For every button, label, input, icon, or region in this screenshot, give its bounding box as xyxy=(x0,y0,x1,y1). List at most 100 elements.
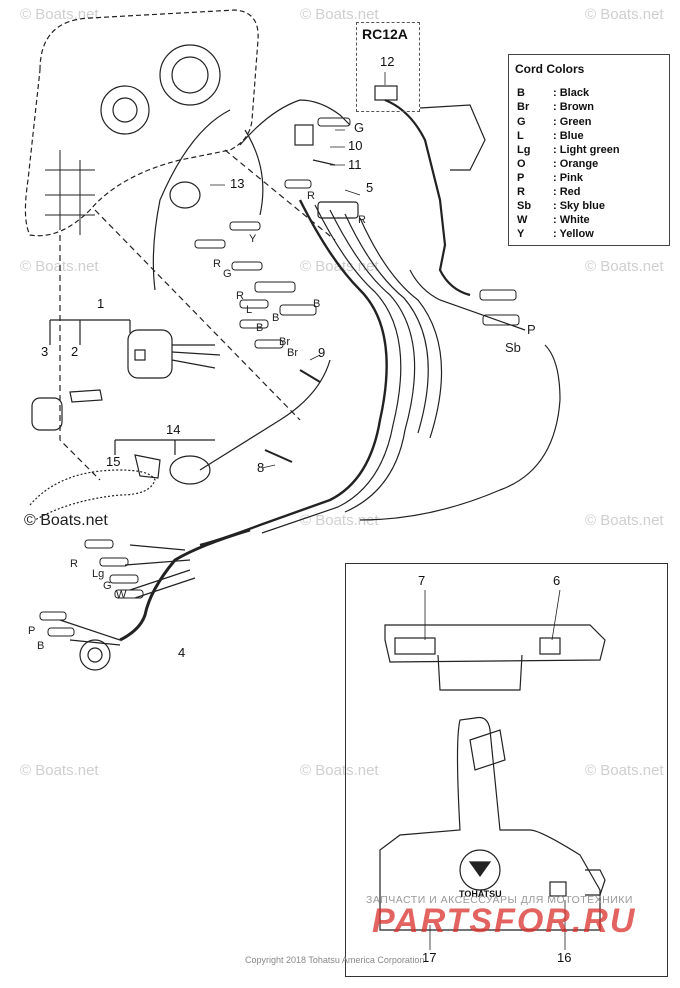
lower-harness xyxy=(119,528,251,642)
wire-label: G xyxy=(354,120,365,135)
callout-16: 16 xyxy=(557,950,572,965)
legend-color: : Orange xyxy=(553,158,599,170)
lanyard-cord xyxy=(29,469,156,521)
legend-code: Lg xyxy=(517,144,531,156)
wire-label: W xyxy=(116,589,127,601)
legend-row: Lg : Light green xyxy=(517,144,620,156)
callout-9: 9 xyxy=(318,345,326,360)
legend-code: B xyxy=(517,87,525,99)
legend-code: Y xyxy=(517,228,525,240)
wire-label: B xyxy=(37,640,45,652)
pin-8 xyxy=(264,449,293,463)
stop-switch xyxy=(169,455,211,485)
callout-12: 12 xyxy=(380,54,395,69)
watermark: © Boats.net xyxy=(300,512,379,529)
copyright: Copyright 2018 Tohatsu America Corporati… xyxy=(245,955,425,965)
wire-label: Y xyxy=(249,233,257,245)
subassembly-box xyxy=(356,22,420,112)
callout-15: 15 xyxy=(106,454,121,469)
main-harness xyxy=(199,199,388,547)
wire-label: Br xyxy=(279,336,290,348)
control-box-side xyxy=(379,716,601,931)
ignition-key xyxy=(69,389,103,403)
legend-color: : Red xyxy=(553,186,581,198)
legend-color: : Green xyxy=(553,116,592,128)
wire-label: Sb xyxy=(505,340,521,355)
watermark: © Boats.net xyxy=(300,6,379,23)
callout-13: 13 xyxy=(230,176,245,191)
legend-row: W: White xyxy=(517,214,590,226)
callout-14: 14 xyxy=(166,422,181,437)
wire-label: R xyxy=(307,190,315,202)
legend-color: : Sky blue xyxy=(553,200,605,212)
legend-row: O : Orange xyxy=(517,158,598,170)
callout-6: 6 xyxy=(553,573,561,588)
watermark: © Boats.net xyxy=(20,258,99,275)
legend-color: : Black xyxy=(553,87,590,99)
wire-label: Lg xyxy=(92,568,105,580)
legend-row: L: Blue xyxy=(517,130,584,142)
watermark: © Boats.net xyxy=(585,6,664,23)
wire-label: L xyxy=(246,304,253,316)
legend-row: Br : Brown xyxy=(517,101,594,113)
watermark: © Boats.net xyxy=(20,762,99,779)
callout-4: 4 xyxy=(178,645,186,660)
callout-1: 1 xyxy=(97,296,105,311)
subassembly-label: RC12A xyxy=(362,26,408,42)
wire-label: P xyxy=(28,625,36,637)
housing-boss xyxy=(100,85,150,135)
watermark: © Boats.net xyxy=(585,258,664,275)
wire-label: R xyxy=(70,558,78,570)
trim-switch xyxy=(294,124,314,146)
wire-label: Br xyxy=(287,347,298,359)
key-cover xyxy=(31,397,63,431)
connector-5 xyxy=(317,201,359,219)
legend-color: : Blue xyxy=(553,130,584,142)
trim-harness xyxy=(384,98,471,297)
legend-color: : Yellow xyxy=(553,228,594,240)
callout-2: 2 xyxy=(71,344,79,359)
legend-color: : Light green xyxy=(553,144,620,156)
callout-10: 10 xyxy=(348,138,363,153)
watermark: © Boats.net xyxy=(20,6,99,23)
wire-label: R xyxy=(213,258,221,270)
ignition-switch xyxy=(127,329,173,379)
legend-row: G : Green xyxy=(517,116,592,128)
wire-label: P xyxy=(527,322,536,337)
legend-color: : Brown xyxy=(553,101,594,113)
cord-colors-legend: Cord Colors B: Black Br: Brown G: Green … xyxy=(508,54,670,246)
wire-label: B xyxy=(256,322,264,334)
legend-code: Br xyxy=(517,101,530,113)
watermark: © Boats.net xyxy=(585,762,664,779)
legend-code: O xyxy=(517,158,526,170)
legend-row: Sb : Sky blue xyxy=(517,200,605,212)
watermark-ru-brand: PARTSFOR.RU xyxy=(372,902,637,940)
wire-label: G xyxy=(103,580,112,592)
watermark: © Boats.net xyxy=(585,512,664,529)
brand-logo xyxy=(459,849,501,891)
legend-row: B : Black xyxy=(517,87,589,99)
watermark: © Boats.net xyxy=(300,762,379,779)
callout-11: 11 xyxy=(348,157,362,172)
legend-title: Cord Colors xyxy=(515,62,585,76)
inset-drawing xyxy=(379,624,606,931)
wire-label: R xyxy=(358,214,366,226)
callout-7: 7 xyxy=(418,573,426,588)
housing-boss xyxy=(159,44,221,106)
legend-code: P xyxy=(517,172,525,184)
pin-9 xyxy=(299,369,321,383)
legend-color: : Pink xyxy=(553,172,583,184)
legend-code: G xyxy=(517,116,526,128)
buzzer xyxy=(169,181,201,209)
wire-label: B xyxy=(272,312,280,324)
callout-3: 3 xyxy=(41,344,49,359)
legend-code: W xyxy=(517,214,528,226)
legend-row: R: Red xyxy=(517,186,581,198)
callout-17: 17 xyxy=(422,950,437,965)
legend-code: Sb xyxy=(517,200,532,212)
wire-label: G xyxy=(223,268,232,280)
control-box-top xyxy=(384,624,606,663)
callout-8: 8 xyxy=(257,460,265,475)
callout-5: 5 xyxy=(366,180,374,195)
